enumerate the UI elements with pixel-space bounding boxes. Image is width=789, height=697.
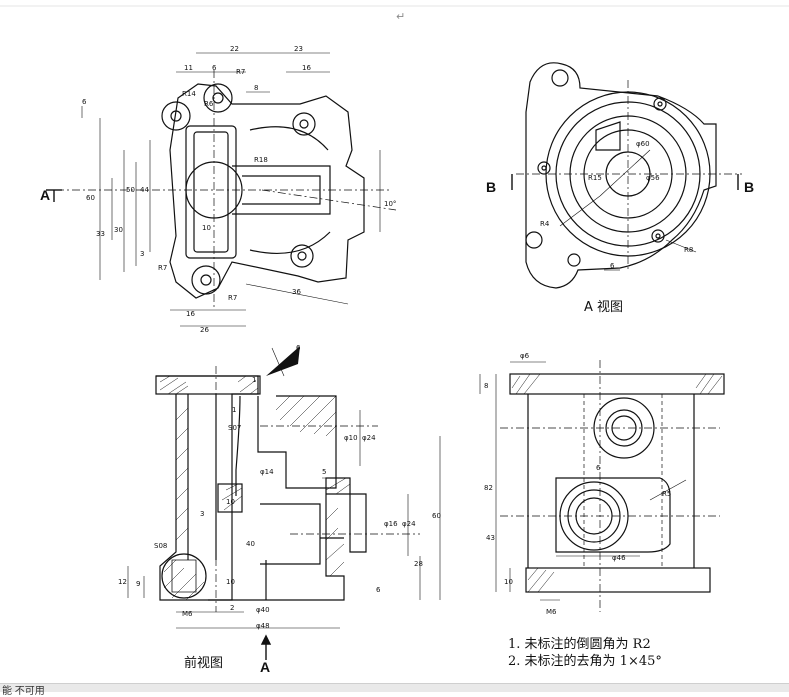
top-view-dimensions: 22 23 11 6 R7 16 R14 R6 8 6 R18 60 50 44… [82, 45, 396, 334]
a-view-dimensions: φ60 R15 φ56 R4 R8 6 [540, 140, 693, 270]
dim-phi10: φ10 [344, 434, 358, 442]
dim-50: 50 [126, 186, 135, 194]
dim-12: 12 [118, 578, 127, 586]
dim-6: 6 [296, 344, 301, 352]
a-view [511, 62, 742, 289]
dim-phi56: φ56 [646, 174, 660, 182]
dim-phi48: φ48 [256, 622, 270, 630]
dim-11: 11 [184, 64, 193, 72]
dim-6b: 6 [596, 464, 601, 472]
dim-r6: R6 [204, 100, 214, 108]
dim-phi60: φ60 [636, 140, 650, 148]
ruler-strip [0, 0, 789, 6]
top-view [46, 52, 397, 327]
dim-10: 10 [504, 578, 513, 586]
dim-r15: R15 [588, 174, 602, 182]
dim-r7b: R7 [158, 264, 167, 272]
note-1: 1. 未标注的倒圆角为 R2 [508, 637, 651, 652]
dim-1b: 1 [232, 406, 236, 414]
dim-8: 8 [254, 84, 258, 92]
dim-16b: 16 [186, 310, 195, 318]
dim-43: 43 [486, 534, 495, 542]
dim-3: 3 [200, 510, 204, 518]
a-view-title: A 视图 [584, 300, 624, 315]
dim-82: 82 [484, 484, 493, 492]
dim-phi40: φ40 [256, 606, 270, 614]
section-mark-b-right: B [744, 179, 754, 195]
dim-30: 30 [114, 226, 123, 234]
dim-6: 6 [610, 262, 615, 270]
dim-1a: 1 [252, 376, 256, 384]
status-text: 能 不可用 [2, 686, 45, 697]
dim-m6: M6 [546, 608, 557, 616]
dim-10: 10 [202, 224, 211, 232]
dim-6a: 6 [212, 64, 217, 72]
dim-9: 9 [136, 580, 140, 588]
dim-phi24b: φ24 [402, 520, 416, 528]
dim-r18: R18 [254, 156, 268, 164]
paragraph-mark: ↵ [396, 10, 406, 23]
dim-5: 5 [322, 468, 326, 476]
dim-phi16: φ16 [384, 520, 398, 528]
dim-6b: 6 [376, 586, 381, 594]
dim-10-deg: 10° [384, 200, 396, 208]
dim-40: 40 [246, 540, 255, 548]
dim-26: 26 [200, 326, 209, 334]
dim-r14: R14 [182, 90, 196, 98]
dim-r7a: R7 [236, 68, 245, 76]
section-letter-a: A [260, 659, 270, 675]
dim-36: 36 [292, 288, 301, 296]
dim-r4: R4 [540, 220, 550, 228]
dim-s08: S08 [154, 542, 167, 550]
note-2: 2. 未标注的去角为 1×45° [508, 654, 662, 669]
front-view-title: 前视图 [184, 656, 224, 671]
dim-r8: R8 [684, 246, 693, 254]
side-view-dimensions: φ6 8 82 6 R5 43 φ46 10 M6 [484, 352, 671, 616]
dim-23: 23 [294, 45, 303, 53]
dim-22: 22 [230, 45, 239, 53]
dim-s07: S07 [228, 424, 241, 432]
dim-10b: 10 [226, 498, 235, 506]
dim-r5: R5 [662, 490, 671, 498]
side-view [479, 360, 725, 612]
dim-33: 33 [96, 230, 105, 238]
dim-60: 60 [432, 512, 441, 520]
dim-16a: 16 [302, 64, 311, 72]
dim-r7c: R7 [228, 294, 237, 302]
dim-phi24: φ24 [362, 434, 376, 442]
front-view [127, 346, 441, 660]
dim-28: 28 [414, 560, 423, 568]
dim-2: 2 [230, 604, 234, 612]
technical-notes: 1. 未标注的倒圆角为 R2 2. 未标注的去角为 1×45° [508, 636, 662, 670]
dim-phi14: φ14 [260, 468, 274, 476]
dim-44: 44 [140, 186, 149, 194]
status-bar [0, 683, 789, 692]
dim-6b: 6 [82, 98, 87, 106]
dim-phi6: φ6 [520, 352, 530, 360]
dim-60: 60 [86, 194, 95, 202]
dim-m6: M6 [182, 610, 193, 618]
section-mark-a-top: A [40, 187, 50, 203]
dim-3: 3 [140, 250, 144, 258]
dim-10c: 10 [226, 578, 235, 586]
section-mark-b-left: B [486, 179, 496, 195]
front-view-dimensions: 6 1 1 S07 φ10 φ24 φ14 5 10 3 φ16 φ24 60 … [118, 344, 441, 630]
dim-8: 8 [484, 382, 488, 390]
dim-phi46: φ46 [612, 554, 626, 562]
